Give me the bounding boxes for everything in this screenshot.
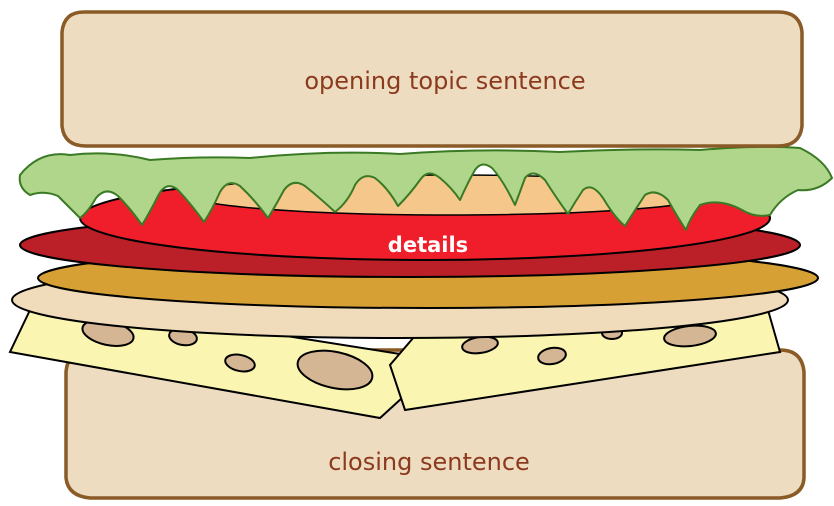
top-bun-label: opening topic sentence — [304, 67, 585, 95]
bottom-bun-label: closing sentence — [328, 448, 530, 476]
lettuce-leaf — [18, 145, 833, 231]
cheese-hole — [537, 346, 567, 366]
cheese-hole — [224, 353, 256, 373]
cheese-hole — [296, 349, 374, 391]
top-bun-shape — [60, 10, 804, 148]
top-bun: opening topic sentence — [60, 10, 804, 148]
details-label: details — [388, 233, 468, 257]
